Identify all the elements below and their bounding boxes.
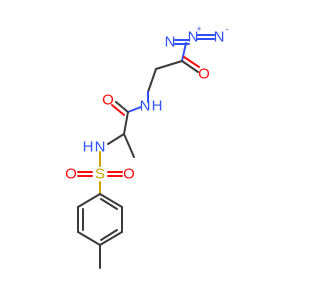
bond-layer [77,34,215,269]
atom-azide-n3: N [214,29,225,46]
molecule-structure: N N + N - O N H O H N S O O [65,24,229,269]
atom-amide-o: O [102,92,114,109]
atom-labels: N N + N - O N H O H N S O O [65,24,228,183]
bond-azide-c-o-single [181,60,199,73]
ring-bond-4 [77,231,101,246]
bond-carbonyl-left [155,60,183,70]
bond-carbonyl-ch2 [147,68,157,93]
bond-amide-c-o-double [111,104,125,116]
atom-sulfonyl-o-left: O [65,166,77,183]
bond-n1-c-carbonyl [181,42,187,62]
ring-inner-1 [100,198,118,210]
atom-amide-h: H [152,98,163,115]
atom-sulfonyl-o-right: O [123,166,135,183]
atom-sulfur: S [95,166,105,183]
bond-alpha-methyl [123,133,135,158]
atom-amide-n: N [140,98,151,115]
bond-azide-c-o-double [183,56,200,68]
atom-azide-n3-charge: - [226,24,229,34]
atom-azide-n2: N [188,29,199,46]
ring-bond-1 [99,193,123,208]
atom-azide-n1: N [165,34,176,51]
bond-amide-n-c [127,106,142,113]
ring-inner-2 [100,229,118,241]
atom-azide-n2-charge: + [196,24,201,34]
bond-alpha-n [107,133,125,145]
atom-azide-carbonyl-o: O [198,66,210,83]
bond-amide-c-o-single [115,101,129,113]
bond-amide-c-alpha [123,111,129,135]
ring-bond-6 [77,193,101,208]
atom-sulfonamide-n: N [95,139,106,156]
ring-bond-3 [99,231,123,246]
atom-sulfonamide-h: H [83,139,94,156]
